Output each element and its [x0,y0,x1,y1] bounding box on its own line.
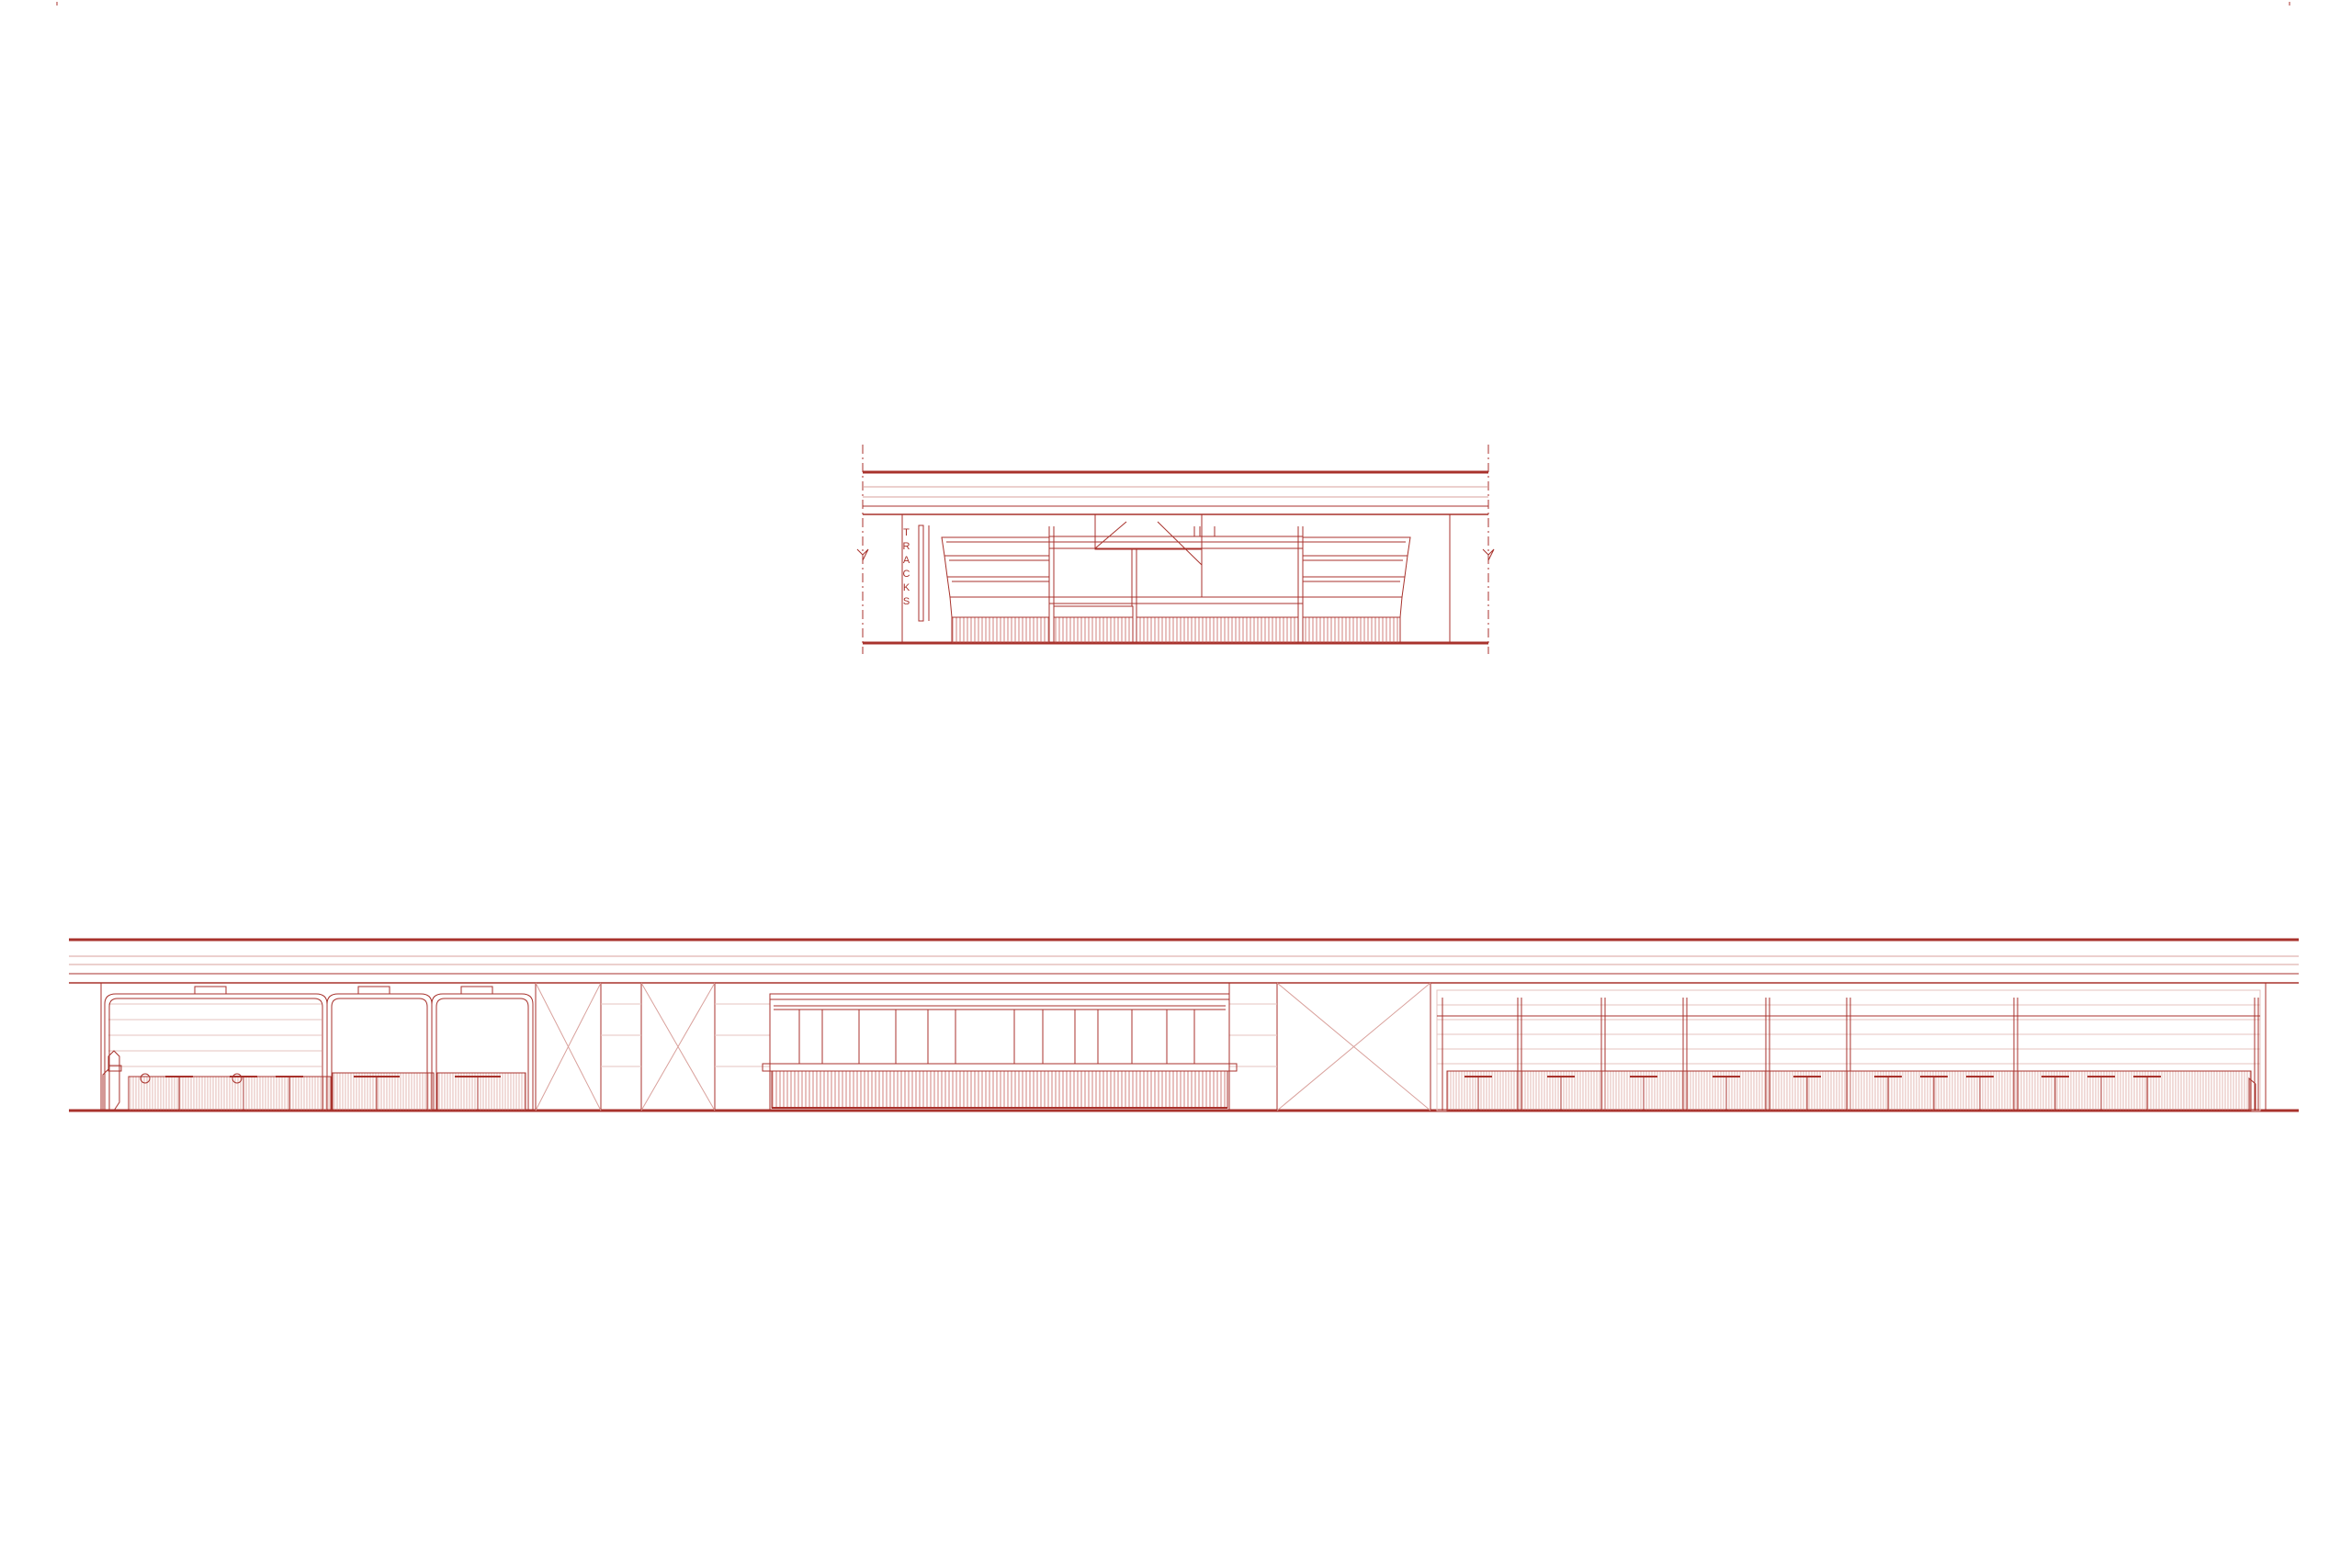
sign-letter: C [903,569,911,580]
tracks-letters: T R A C K S [903,527,911,607]
elevation-top [856,445,1495,654]
break-marks [856,548,1495,561]
booth-left [941,536,1050,644]
side-walls [901,514,1451,643]
sign-letter: K [903,582,910,593]
sign-letter: S [903,596,910,607]
center-bar [762,993,1238,1111]
cross-panels [535,982,1431,1111]
sign-letter: R [903,541,911,552]
brick-coursing-left [108,1003,1277,1067]
sign-letter: T [903,527,910,538]
sheet-corner-marks [56,2,2290,6]
elevation-bottom [69,938,2299,1112]
arched-booths [102,986,534,1111]
central-bar [1048,513,1304,644]
sign-letter: A [903,555,910,566]
booth-right [1302,536,1411,644]
ceiling-bands [863,470,1488,515]
section-lines [862,445,1489,654]
right-booths [1436,989,2261,1111]
tracks-vertical-sign [918,525,930,622]
left-seating [128,1072,526,1111]
ceiling-bands [69,938,2299,984]
